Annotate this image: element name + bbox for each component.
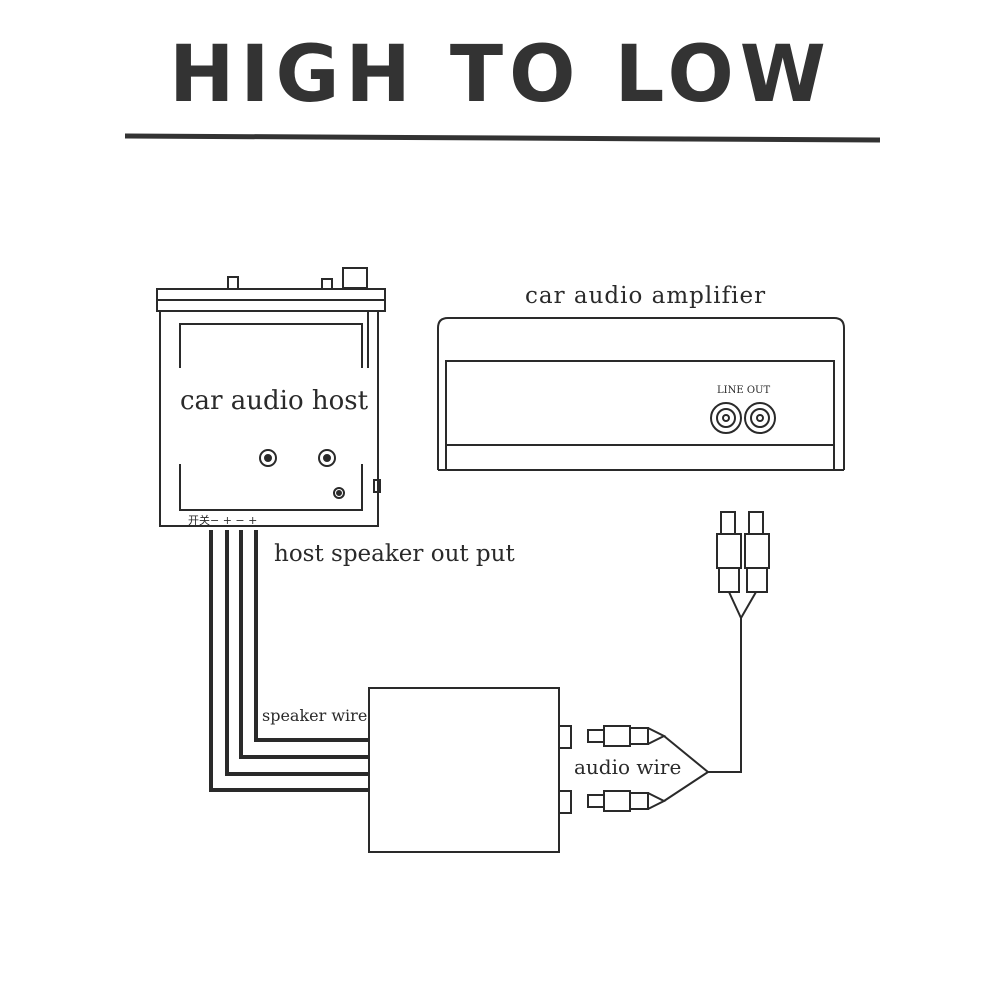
terminals-label: 开关− + − + [188, 514, 258, 527]
speaker-out-label: host speaker out put [274, 541, 515, 567]
high-low-converter [368, 687, 572, 853]
host-label: car audio host [180, 386, 369, 416]
audio-wire-run [663, 591, 757, 802]
amplifier-label: car audio amplifier [525, 283, 767, 309]
host-speaker-wires [209, 530, 369, 792]
rca-plug-right-up [744, 511, 770, 593]
rca-plug-left-up [716, 511, 742, 593]
page-title: HIGH TO LOW [169, 30, 832, 120]
title-underline [124, 133, 881, 143]
speaker-wire-label: speaker wire [262, 706, 368, 725]
audio-wire-label: audio wire [574, 755, 682, 779]
car-audio-amplifier [437, 317, 845, 471]
rca-plug-upper [587, 725, 667, 747]
car-audio-host [156, 267, 386, 527]
rca-plug-lower [587, 790, 667, 812]
line-out-label: LINE OUT [717, 385, 771, 396]
